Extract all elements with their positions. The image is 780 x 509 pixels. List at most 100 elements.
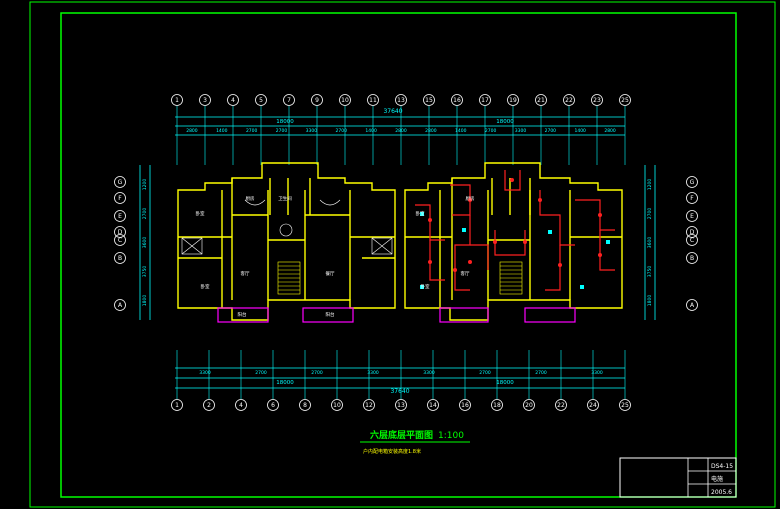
dimension-segment: 3300 [306, 128, 318, 134]
dimension-segment: 3300 [591, 370, 603, 376]
side-axis-bubble [686, 226, 698, 238]
bottom-axis-bubble [587, 399, 599, 411]
drawing-note: 户内配电箱安装高度1.8米 [363, 448, 421, 455]
bottom-total-dimension: 37640 [390, 388, 409, 395]
side-axis-bubble [114, 210, 126, 222]
top-axis-label: 1 [175, 97, 179, 104]
top-axis-bubble [423, 94, 435, 106]
top-axis-bubble [591, 94, 603, 106]
top-axis-label: 7 [287, 97, 291, 104]
left-balcony-1 [217, 307, 269, 323]
inner-frame [60, 12, 737, 498]
top-axis-bubble [479, 94, 491, 106]
title-block: DS4-15 电施 2005.6 [619, 457, 737, 498]
dimension-segment: 3300 [199, 370, 211, 376]
side-axis-label: F [690, 195, 694, 202]
side-axis-label: G [118, 179, 123, 186]
room-label: 卫生间 [278, 195, 292, 202]
room-label: 阳台 [326, 311, 335, 318]
dimension-segment: 2700 [311, 370, 323, 376]
side-dimension-segment: 1800 [647, 295, 653, 307]
dimension-segment: 1400 [455, 128, 467, 134]
room-label: 客厅 [241, 270, 250, 277]
bottom-axis-label: 20 [525, 402, 533, 409]
bottom-axis-label: 6 [271, 402, 275, 409]
bottom-axis-label: 22 [557, 402, 565, 409]
side-axis-label: A [118, 302, 123, 309]
bottom-axis-label: 13 [397, 402, 405, 409]
left-stair [277, 261, 301, 295]
top-axis-label: 22 [565, 97, 573, 104]
top-axis-bubble [171, 94, 183, 106]
side-axis-bubble [686, 210, 698, 222]
top-axis-label: 21 [537, 97, 545, 104]
bottom-axis-bubble [203, 399, 215, 411]
right-balcony-1 [439, 307, 489, 323]
bottom-axis-bubble [427, 399, 439, 411]
top-axis-bubble [255, 94, 267, 106]
dimension-segment: 2700 [246, 128, 258, 134]
bottom-axis-bubble [395, 399, 407, 411]
side-dimension-segment: 3600 [647, 237, 653, 249]
side-axis-label: A [690, 302, 695, 309]
top-axis-label: 10 [341, 97, 349, 104]
top-axis-label: 11 [369, 97, 377, 104]
bottom-axis-label: 18 [493, 402, 501, 409]
bottom-axis-bubble [619, 399, 631, 411]
side-axis-bubble [114, 226, 126, 238]
top-half-dimension-left: 18000 [276, 119, 294, 125]
left-axis-bubbles: G F E DC B A [114, 176, 126, 311]
top-axis-label: 23 [593, 97, 601, 104]
bottom-axis-bubble [299, 399, 311, 411]
dimension-segment: 2800 [604, 128, 616, 134]
side-dimension-segment: 1200 [647, 179, 653, 191]
top-axis-bubble [451, 94, 463, 106]
top-dimensions [175, 116, 625, 136]
top-axis-bubble [395, 94, 407, 106]
side-axis-label: E [690, 213, 694, 220]
side-dimensions [139, 165, 656, 320]
top-axis-bubble [339, 94, 351, 106]
side-dimension-segment: 1200 [142, 179, 148, 191]
side-axis-label: D [118, 229, 123, 236]
room-label: 卧室 [416, 210, 425, 217]
side-axis-label: C [118, 237, 122, 244]
dimension-segment: 2800 [425, 128, 437, 134]
title-block-drawing-number: DS4-15 [711, 463, 733, 470]
top-axis-label: 13 [397, 97, 405, 104]
top-axis-bubble [507, 94, 519, 106]
side-axis-label: E [118, 213, 122, 220]
side-axis-bubble [686, 299, 698, 311]
dimension-segment: 1400 [216, 128, 228, 134]
side-axis-label: B [118, 255, 122, 262]
bottom-axis-bubble [363, 399, 375, 411]
dimension-segment: 1400 [365, 128, 377, 134]
side-axis-label: F [118, 195, 122, 202]
right-unit-walls [404, 162, 623, 321]
dimension-segment: 1400 [574, 128, 586, 134]
side-axis-bubble [114, 299, 126, 311]
top-axis-bubble [619, 94, 631, 106]
side-axis-bubble [114, 252, 126, 264]
top-axis-bubble [367, 94, 379, 106]
right-stair [499, 261, 523, 295]
side-dimension-segment: 3600 [142, 237, 148, 249]
bottom-axis-label: 24 [589, 402, 597, 409]
bottom-dimensions [175, 367, 625, 389]
bottom-axis-label: 14 [429, 402, 437, 409]
bottom-axis-bubble [171, 399, 183, 411]
drawing-scale: 1:100 [438, 431, 464, 441]
top-axis-bubble [199, 94, 211, 106]
room-label: 厨房 [466, 195, 475, 202]
room-labels: 卧室厨房客厅卧室餐厅卫生间阳台阳台卧室厨房客厅卧室 [196, 195, 475, 318]
bottom-axis-bubble [459, 399, 471, 411]
circuit-fixtures [428, 178, 602, 272]
bottom-axis-label: 12 [365, 402, 373, 409]
bottom-axis-label: 2 [207, 402, 211, 409]
dimension-segment: 3300 [515, 128, 527, 134]
side-dimension-segment: 2700 [142, 208, 148, 220]
title-block-date: 2005.6 [711, 489, 732, 496]
bottom-axis-label: 8 [303, 402, 307, 409]
